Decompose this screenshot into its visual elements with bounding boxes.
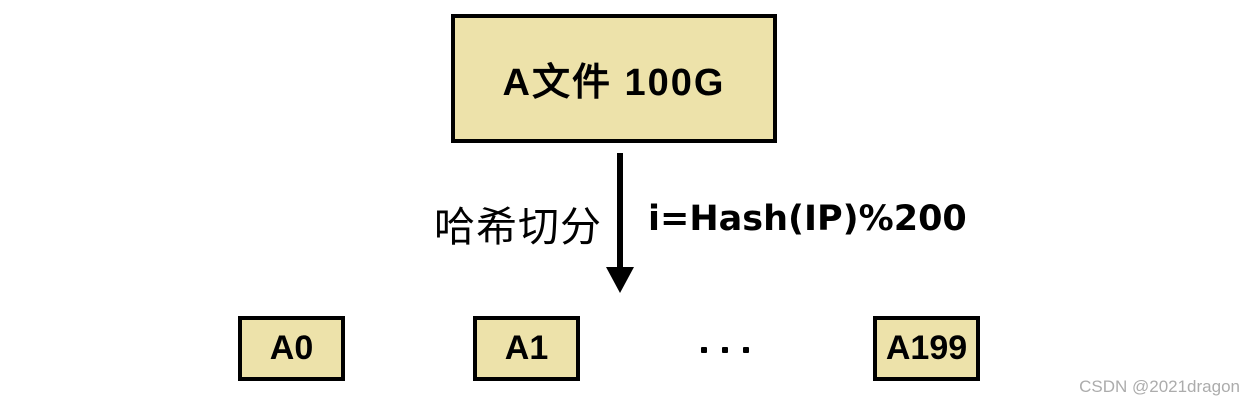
down-arrow-line (617, 153, 623, 269)
ellipsis-dot (701, 347, 707, 353)
output-box-a199-label: A199 (885, 329, 968, 367)
ellipsis-dot (743, 347, 749, 353)
output-box-a0: A0 (238, 316, 345, 381)
output-box-a1: A1 (473, 316, 580, 381)
ellipsis-dots (701, 347, 749, 353)
hash-split-label: 哈希切分 (434, 203, 602, 251)
ellipsis-dot (722, 347, 728, 353)
down-arrow-icon (606, 267, 634, 293)
source-file-box: A文件 100G (451, 14, 777, 143)
output-box-a0-label: A0 (269, 329, 314, 367)
output-box-a1-label: A1 (504, 329, 549, 367)
watermark: CSDN @2021dragon (1079, 377, 1240, 396)
output-box-a199: A199 (873, 316, 980, 381)
source-file-label: A文件 100G (502, 62, 726, 104)
hash-formula-label: i=Hash(IP)%200 (648, 199, 967, 239)
